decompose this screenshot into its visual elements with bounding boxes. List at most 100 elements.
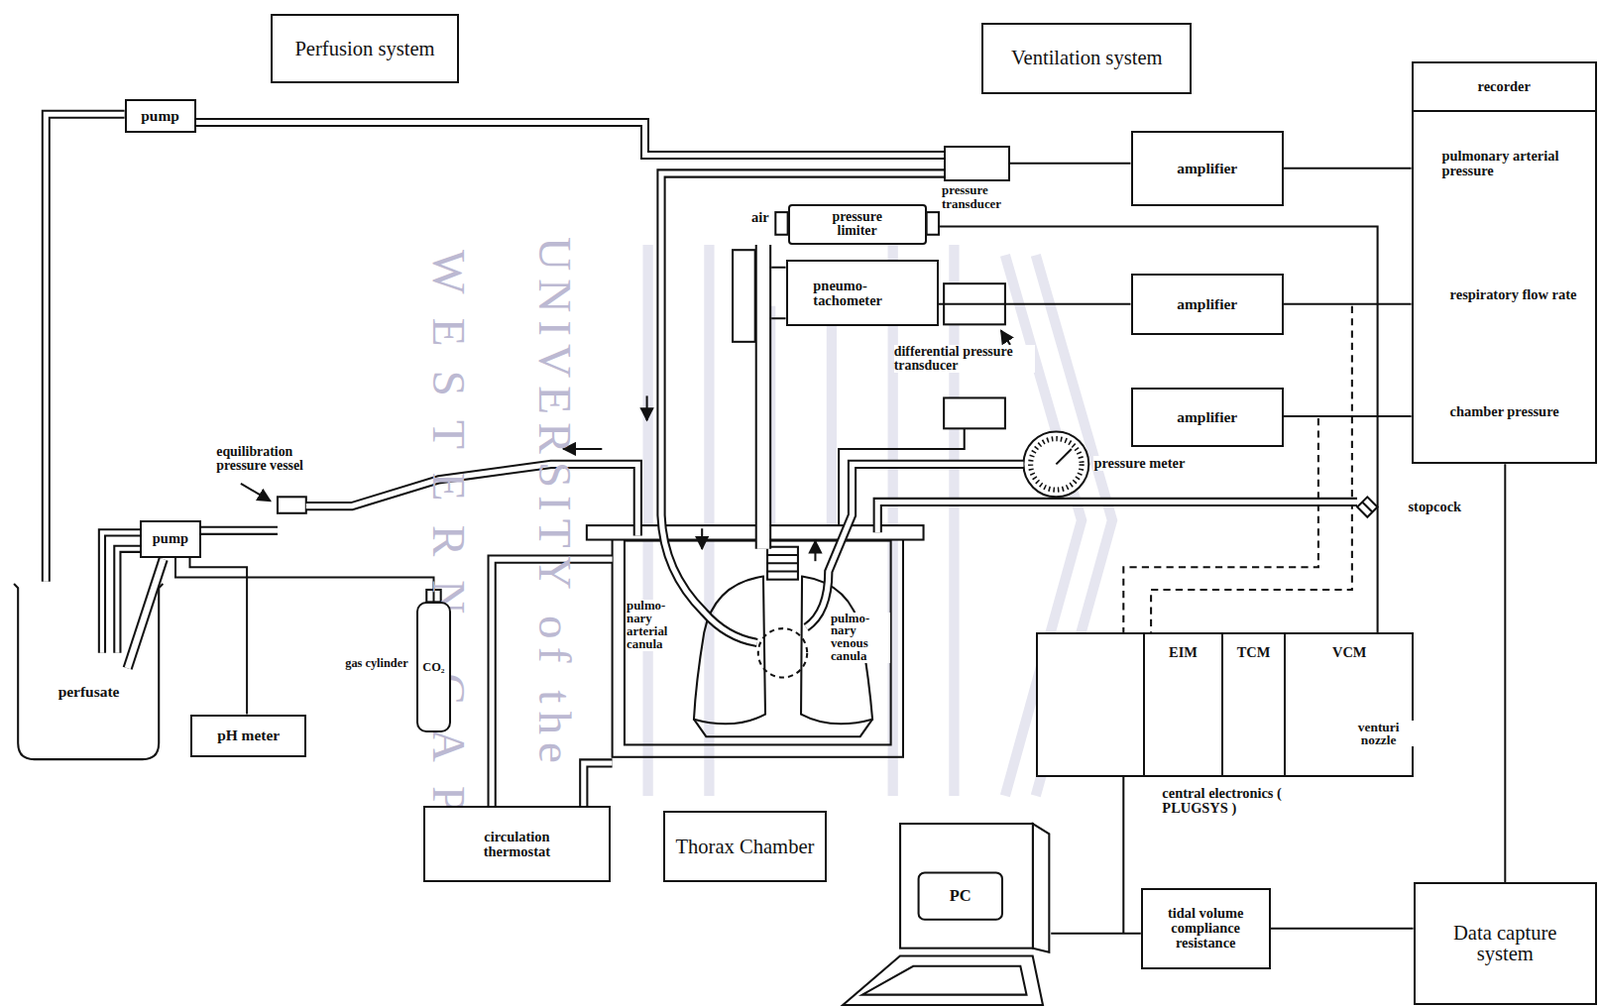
tube-outline [127, 559, 164, 669]
box-label: amplifier [1176, 160, 1238, 177]
ventilation-parts [775, 212, 788, 235]
process-box: tidal volume compliance resistance [1141, 888, 1271, 970]
ventilation-parts [838, 428, 965, 526]
stopcock-symbol [1357, 496, 1377, 517]
tube-bore [201, 528, 278, 534]
box-label: pressure transducer [941, 184, 1036, 212]
tube-bore [805, 463, 1024, 628]
box-label: pneumo- tachometer [812, 278, 912, 309]
box-label: CO₂ [418, 655, 450, 681]
tube-bore [196, 122, 945, 156]
annotation-label: stopcock [1407, 499, 1489, 514]
wire-connector [1050, 932, 1142, 934]
tube-outline [306, 463, 639, 536]
tube-outline [805, 463, 1024, 628]
box-label: VCM [1285, 645, 1414, 661]
computer-outline [898, 821, 1051, 955]
process-box: amplifier [1131, 130, 1284, 207]
annotation-label: air [745, 210, 775, 225]
annotation-label: venturi nozzle [1343, 720, 1415, 748]
process-box: recorderpulmonary arterial pressurerespi… [1411, 61, 1598, 465]
box-label: perfusate [32, 684, 145, 700]
wire-connector [1504, 463, 1506, 883]
box-label: pump [140, 108, 180, 124]
process-box: pump [124, 99, 197, 133]
tube-outline [583, 763, 613, 806]
ventilation-parts [732, 249, 756, 343]
ventilation-parts [732, 212, 1378, 703]
tube-outline [45, 114, 124, 581]
box-label: EIM [1144, 645, 1222, 661]
process-box: pressure limiter [788, 204, 927, 245]
process-box: pressure transducer [943, 145, 1011, 182]
wire-connector [1283, 416, 1412, 418]
wire-line [1283, 303, 1412, 306]
box-label: respiratory flow rate [1450, 287, 1594, 303]
equilibration-vessel [240, 483, 307, 514]
box-label: pH meter [217, 727, 280, 744]
lungs [767, 555, 799, 572]
wire-connector [1283, 167, 1412, 169]
box-label: gas cylinder [293, 657, 408, 671]
beaker-outline [11, 581, 165, 764]
module-cell: VCM [1283, 632, 1414, 778]
box-label: circulation thermostat [460, 829, 573, 860]
watermark-text: UNIVERSITY of the [530, 236, 577, 772]
wire-connector [1283, 303, 1412, 305]
process-box: amplifier [1131, 273, 1284, 336]
box-label: TCM [1223, 645, 1284, 661]
flow-arrows [813, 541, 816, 563]
signal-wires [1122, 753, 1125, 934]
wire-connector [1010, 162, 1132, 164]
flow-arrows [700, 528, 703, 550]
box-label: PC [919, 874, 1000, 917]
equilibration-vessel [240, 483, 271, 501]
tube-bore [45, 114, 124, 581]
wire-line [1270, 927, 1414, 930]
flow-arrows [646, 395, 649, 421]
process-box: pneumo- tachometer [786, 259, 939, 327]
ventilation-parts [1001, 331, 1011, 345]
beaker-outline [13, 583, 163, 760]
wire-connector [175, 558, 435, 602]
tube-outline [201, 526, 278, 536]
keyboard [842, 956, 1043, 1006]
box-label: amplifier [1176, 296, 1238, 313]
pressure-meter-dial [1023, 431, 1089, 497]
process-box: pH meter [190, 714, 306, 758]
tube-bore [661, 173, 944, 644]
wire-line [190, 558, 248, 715]
thorax-chamber-tank [624, 541, 892, 746]
wire-connector [190, 558, 248, 715]
box-label: tidal volume compliance resistance [1149, 906, 1262, 951]
ventilation-parts [926, 212, 939, 235]
tube-bore [583, 763, 613, 806]
tube-outline [877, 501, 1358, 533]
tube-connector [196, 122, 945, 156]
wire-line [1283, 167, 1412, 170]
process-box: central electronics ( PLUGSYS )EIMTCMVCM [1035, 632, 1414, 778]
pressure-meter-dial [1023, 431, 1089, 497]
computer-outline [900, 823, 1033, 949]
equilibration-vessel [277, 496, 307, 513]
annotation-label: pressure meter [1093, 456, 1237, 470]
box-label: chamber pressure [1450, 404, 1574, 420]
box-label: pulmonary arterial pressure [1441, 148, 1593, 179]
wire-line [175, 558, 435, 602]
box-label: central electronics ( PLUGSYS ) [1161, 786, 1315, 816]
watermark-logo [648, 244, 955, 797]
tube-connector [45, 114, 124, 581]
tube-outline [755, 244, 772, 550]
wire-connector [938, 303, 1132, 305]
stopcock-symbol [1362, 501, 1372, 512]
wire-line [1503, 463, 1506, 883]
thorax-chamber-tank [612, 539, 904, 758]
lungs [767, 547, 799, 580]
wire-connector [1270, 927, 1414, 929]
signal-wires [1123, 418, 1319, 654]
box-label: Ventilation system [1011, 47, 1163, 70]
module-cell: TCM [1221, 632, 1284, 778]
ventilation-parts [771, 267, 786, 319]
